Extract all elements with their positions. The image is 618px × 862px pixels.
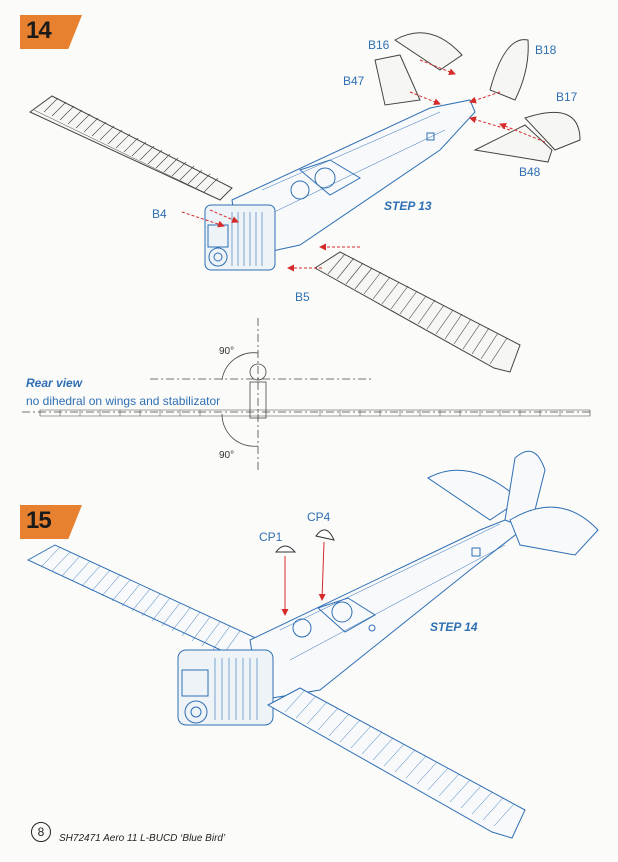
step14-airplane	[29, 32, 581, 373]
part-label-b16: B16	[368, 38, 390, 52]
step15-arrows	[281, 541, 326, 616]
right-wing-upper	[314, 251, 521, 373]
footer-title: SH72471 Aero 11 L-BUCD ‘Blue Bird’	[59, 833, 226, 844]
tail-lower	[427, 450, 599, 556]
part-label-b17: B17	[556, 90, 578, 104]
step15-airplane	[26, 450, 599, 839]
step-number: 14	[26, 17, 52, 44]
right-wing-lower	[266, 687, 526, 839]
left-wing-lower	[26, 544, 261, 661]
engine-cowling-lower	[177, 649, 274, 726]
part-label-b4: B4	[152, 207, 167, 221]
page-number: 8	[31, 822, 51, 842]
part-label-cp4: CP4	[307, 510, 331, 524]
fuselage-lower	[249, 509, 533, 701]
rear-view-subtitle: no dihedral on wings and stabilizator	[26, 394, 221, 408]
note-step-14: STEP 14	[430, 620, 478, 634]
part-label-cp1: CP1	[259, 530, 283, 544]
left-wing-upper	[29, 95, 233, 201]
engine-cowling-upper	[204, 204, 276, 271]
tail-parts-upper	[374, 32, 581, 163]
step-number: 15	[26, 507, 52, 534]
step-badge-15: 15	[20, 505, 82, 539]
part-label-b48: B48	[519, 165, 541, 179]
part-label-b5: B5	[295, 290, 310, 304]
rear-view-title: Rear view	[26, 376, 83, 390]
angle-label-top: 90°	[219, 346, 235, 357]
rear-view-diagram	[22, 318, 592, 470]
part-label-b47: B47	[343, 74, 365, 88]
step14-arrows	[181, 59, 546, 272]
canopy-parts	[274, 529, 335, 553]
step-badge-14: 14	[20, 15, 82, 49]
angle-label-bottom: 90°	[219, 450, 235, 461]
part-label-b18: B18	[535, 43, 557, 57]
note-step-13: STEP 13	[384, 199, 432, 213]
